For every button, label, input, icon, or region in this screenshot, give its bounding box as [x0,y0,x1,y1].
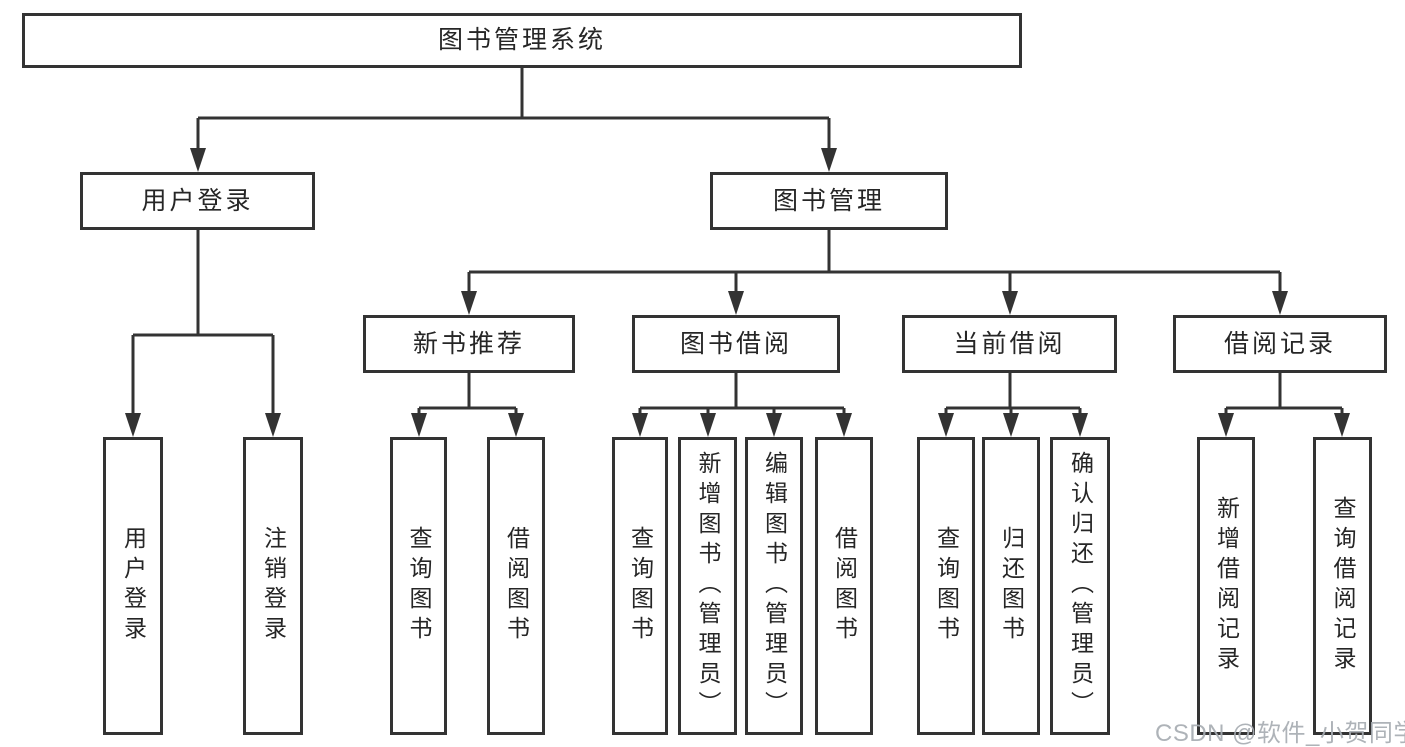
node-new-book-rec: 新书推荐 [363,315,575,373]
node-leaf-logout: 注销登录 [243,437,303,735]
node-book-mgmt: 图书管理 [710,172,948,230]
node-leaf-logout-label: 注销登录 [260,526,287,646]
node-book-borrow-label: 图书借阅 [679,329,792,358]
node-leaf-user-login-label: 用户登录 [120,526,147,646]
node-leaf-cb-query-book: 查询图书 [917,437,975,735]
node-leaf-rec-query-book: 查询图书 [390,437,447,735]
node-leaf-bb-edit-book: 编辑图书（管理员） [745,437,803,735]
node-leaf-bb-edit-book-label: 编辑图书（管理员） [761,451,788,721]
connector-user-login-to-leaves [125,230,281,437]
node-leaf-br-add-record-label: 新增借阅记录 [1213,496,1240,676]
node-new-book-rec-label: 新书推荐 [412,329,525,358]
node-leaf-cb-confirm-return-label: 确认归还（管理员） [1067,451,1094,721]
node-leaf-bb-query-book: 查询图书 [612,437,668,735]
node-user-login-label: 用户登录 [141,186,254,215]
connector-new-book-rec-to-leaves [411,373,524,437]
node-system: 图书管理系统 [22,13,1022,68]
connector-book-borrow-to-leaves [632,373,852,437]
node-leaf-cb-return-book-label: 归还图书 [998,526,1025,646]
watermark-text: CSDN @软件_小贺同学 [1155,720,1405,747]
connector-borrow-records-to-leaves [1218,373,1350,437]
node-leaf-cb-confirm-return: 确认归还（管理员） [1050,437,1110,735]
node-leaf-bb-query-book-label: 查询图书 [627,526,654,646]
node-borrow-records-label: 借阅记录 [1223,329,1336,358]
node-leaf-br-query-record: 查询借阅记录 [1313,437,1372,735]
node-system-label: 图书管理系统 [437,26,606,54]
node-leaf-cb-return-book: 归还图书 [982,437,1040,735]
node-current-borrow-label: 当前借阅 [953,329,1066,358]
node-user-login: 用户登录 [80,172,315,230]
node-leaf-user-login: 用户登录 [103,437,163,735]
connector-current-borrow-to-leaves [938,373,1088,437]
node-leaf-bb-add-book-label: 新增图书（管理员） [695,451,721,721]
node-book-borrow: 图书借阅 [632,315,840,373]
node-book-mgmt-label: 图书管理 [772,186,885,215]
node-borrow-records: 借阅记录 [1173,315,1387,373]
connector-root-to-level2 [190,68,837,172]
node-leaf-bb-add-book: 新增图书（管理员） [678,437,737,735]
node-current-borrow: 当前借阅 [902,315,1117,373]
node-leaf-br-add-record: 新增借阅记录 [1197,437,1255,735]
node-leaf-br-query-record-label: 查询借阅记录 [1330,496,1356,676]
connector-book-mgmt-to-level3 [461,230,1288,315]
node-leaf-bb-borrow-book: 借阅图书 [815,437,873,735]
node-leaf-bb-borrow-book-label: 借阅图书 [831,526,858,646]
node-leaf-rec-borrow-book: 借阅图书 [487,437,545,735]
node-leaf-rec-borrow-book-label: 借阅图书 [503,526,530,646]
node-leaf-cb-query-book-label: 查询图书 [933,526,960,646]
node-leaf-rec-query-book-label: 查询图书 [406,526,432,646]
